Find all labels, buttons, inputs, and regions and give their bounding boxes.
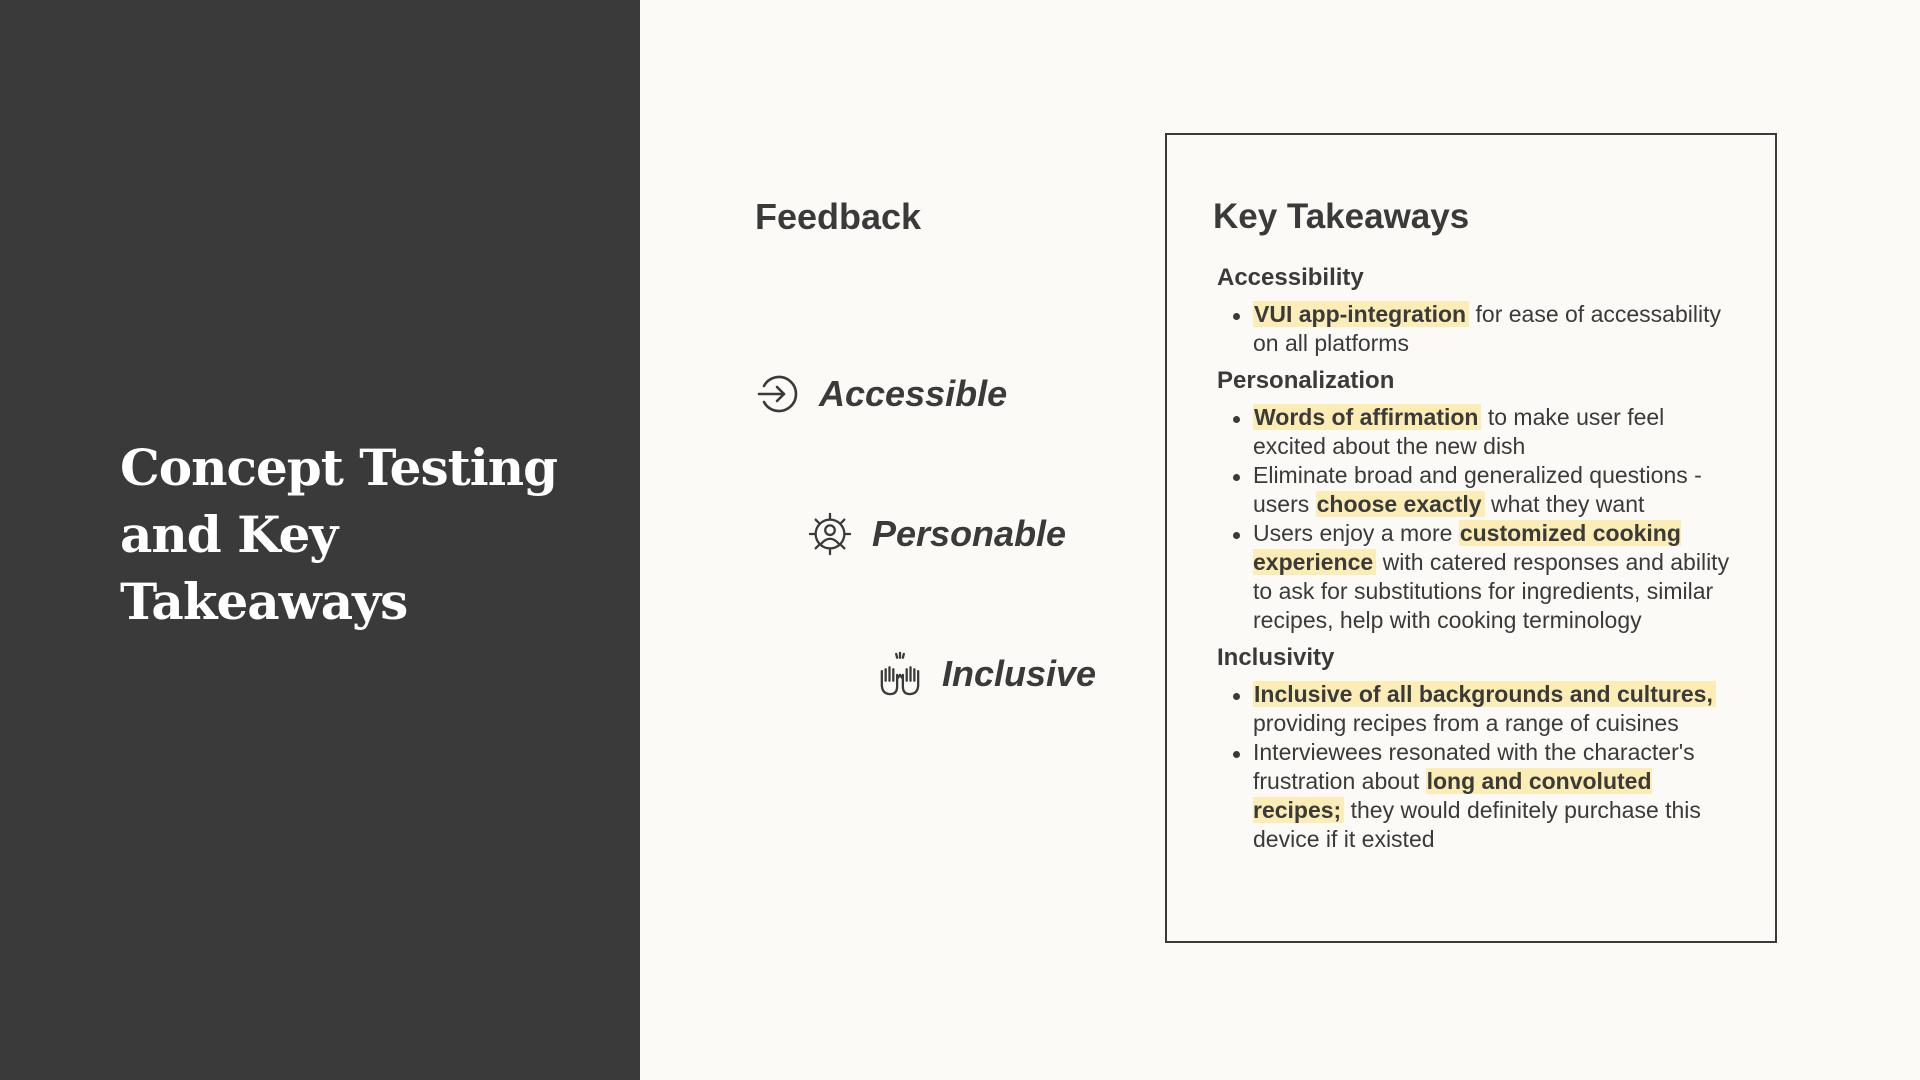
slide-title: Concept Testing and Key Takeaways: [120, 434, 620, 635]
bullet-list: Words of affirmation to make user feel e…: [1217, 403, 1737, 635]
bullet-text: Eliminate broad and generalized question…: [1253, 462, 1702, 517]
highlighted-text: Words of affirmation: [1253, 404, 1482, 430]
slide-title-line: and Key: [120, 505, 338, 564]
feedback-item-personable: Personable: [808, 512, 1066, 556]
slide-title-line: Takeaways: [120, 572, 408, 631]
section-heading: Accessibility: [1217, 264, 1364, 291]
key-takeaways-box: Key Takeaways Accessibility VUI app-inte…: [1165, 133, 1777, 943]
list-item: Inclusive of all backgrounds and culture…: [1233, 680, 1737, 738]
list-item: Users enjoy a more customized cooking ex…: [1233, 519, 1737, 635]
bullet-text: with catered responses and ability to as…: [1253, 549, 1730, 633]
slide-title-line: Concept Testing: [120, 438, 558, 497]
arrow-circle-icon: [755, 372, 799, 416]
list-item: Interviewees resonated with the characte…: [1233, 738, 1737, 854]
bullet-text: what they want: [1484, 491, 1645, 517]
bullet-list: VUI app-integration for ease of accessab…: [1217, 300, 1737, 358]
list-item: VUI app-integration for ease of accessab…: [1233, 300, 1737, 358]
user-gear-icon: [808, 512, 852, 556]
title-panel: [0, 0, 640, 1080]
bullet-text: for ease of accessability on all platfor…: [1253, 301, 1721, 356]
highlighted-text: Inclusive of all backgrounds and culture…: [1253, 681, 1716, 707]
highlighted-text: VUI app-integration: [1253, 301, 1470, 327]
raised-hands-icon: [878, 651, 922, 696]
section-heading: Inclusivity: [1217, 644, 1335, 671]
section-heading: Personalization: [1217, 367, 1395, 394]
key-takeaways-content: Accessibility VUI app-integration for ea…: [1217, 263, 1737, 862]
bullet-text: to make user feel excited about the new …: [1253, 404, 1665, 459]
list-item: Words of affirmation to make user feel e…: [1233, 403, 1737, 461]
feedback-label: Personable: [872, 513, 1067, 554]
feedback-item-accessible: Accessible: [755, 372, 1007, 416]
highlighted-text: choose exactly: [1315, 491, 1485, 517]
feedback-label: Accessible: [819, 373, 1008, 414]
list-item: Eliminate broad and generalized question…: [1233, 461, 1737, 519]
bullet-list: Inclusive of all backgrounds and culture…: [1217, 680, 1737, 854]
bullet-text: Users enjoy a more: [1253, 520, 1459, 546]
key-takeaways-heading: Key Takeaways: [1213, 197, 1470, 236]
feedback-item-inclusive: Inclusive: [878, 651, 1097, 696]
bullet-text: Interviewees resonated with the characte…: [1253, 739, 1695, 794]
feedback-label: Inclusive: [942, 653, 1097, 694]
bullet-text: providing recipes from a range of cuisin…: [1253, 710, 1679, 736]
feedback-heading: Feedback: [755, 196, 922, 237]
bullet-text: they would definitely purchase this devi…: [1253, 797, 1701, 852]
